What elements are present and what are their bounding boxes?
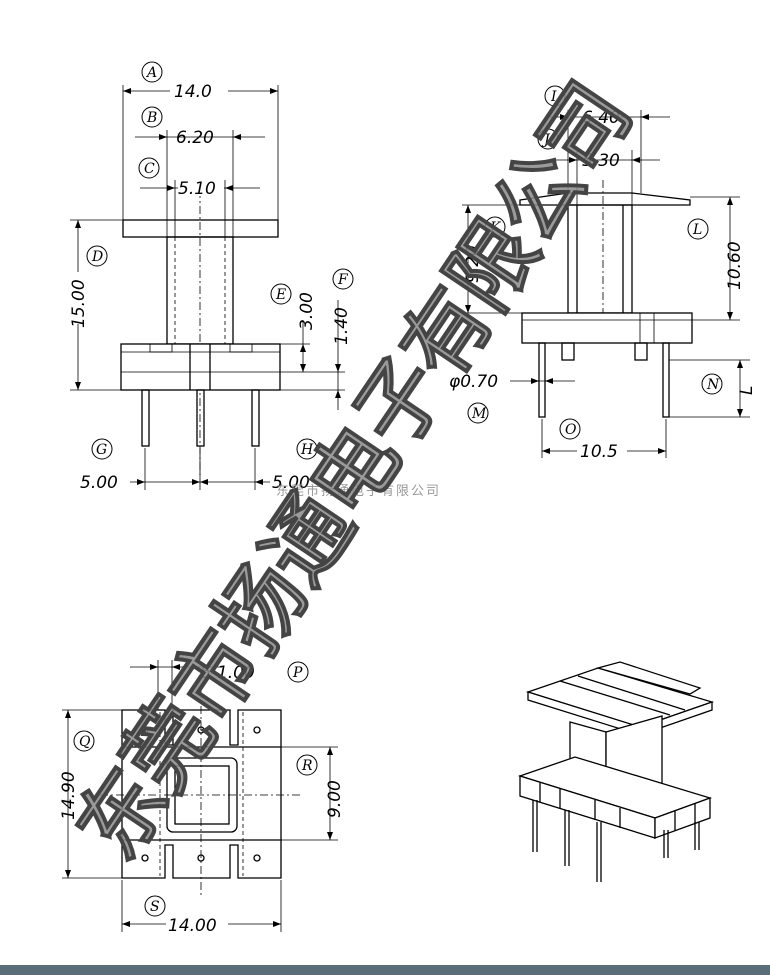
dim-side-pin-dia: φ0.70 [449, 372, 498, 392]
front-top-flange [122, 219, 279, 238]
side-pin-right [662, 342, 670, 418]
dim-front-E: 3.00 [297, 292, 317, 330]
dim-side-N: L [737, 386, 757, 395]
bottom-border-strip [0, 965, 770, 975]
label-J: J [541, 132, 551, 148]
label-N: N [706, 377, 720, 393]
dim-side-J: 5.30 [582, 151, 620, 171]
front-pin-center [196, 389, 205, 447]
label-L: L [692, 222, 702, 238]
label-P: P [292, 665, 303, 681]
label-M: M [471, 406, 487, 422]
label-C: C [144, 161, 155, 177]
side-base [521, 312, 693, 344]
dim-front-pitch-left: 5.00 [80, 473, 118, 493]
dim-side-L: 10.60 [725, 241, 745, 290]
label-O: O [565, 422, 577, 438]
dim-front-F: 1.40 [332, 307, 352, 345]
dim-front-B: 6.20 [176, 128, 214, 148]
dim-front-height: 15.00 [69, 279, 89, 328]
dim-front-width: 14.0 [174, 82, 212, 102]
label-D: D [91, 249, 103, 265]
front-view: A 14.0 B 6.20 C 5.10 D 15.00 [66, 61, 354, 493]
label-R: R [301, 758, 313, 774]
label-E: E [275, 287, 286, 303]
dim-top-pins: 6-1.00 [200, 663, 255, 683]
isometric-view [517, 661, 715, 882]
dim-top-width: 14.00 [168, 916, 217, 936]
label-G: G [96, 442, 107, 458]
dim-side-width: 10.5 [580, 442, 618, 462]
side-view: I 6.40 J 5.30 K 9.20 L 10.60 φ0.70 [449, 85, 757, 462]
dim-top-height: 14.90 [59, 771, 79, 820]
top-view: 6-1.00 P Q 14.90 R 9.00 S 14.00 [59, 660, 345, 936]
label-S: S [150, 899, 160, 915]
front-pin-left [141, 389, 150, 447]
dim-front-pitch-right: 5.00 [272, 473, 310, 493]
dim-top-R: 9.00 [325, 780, 345, 818]
dim-front-C: 5.10 [178, 179, 216, 199]
dim-side-K: 9.20 [463, 245, 483, 283]
label-F: F [337, 272, 349, 288]
label-I: I [550, 89, 557, 105]
side-pin-left [538, 342, 546, 418]
dim-side-I: 6.40 [582, 108, 620, 128]
top-outline [121, 709, 282, 879]
label-H: H [300, 442, 314, 458]
label-B: B [146, 110, 157, 126]
label-Q: Q [79, 734, 91, 750]
label-K: K [489, 220, 502, 236]
label-A: A [145, 65, 157, 81]
front-pin-right [251, 389, 260, 447]
watermark-small: 东莞市扬通电子有限公司 [276, 483, 441, 499]
watermark-large: 东莞市扬通电子有限公司 [57, 65, 651, 877]
front-base [120, 343, 281, 391]
